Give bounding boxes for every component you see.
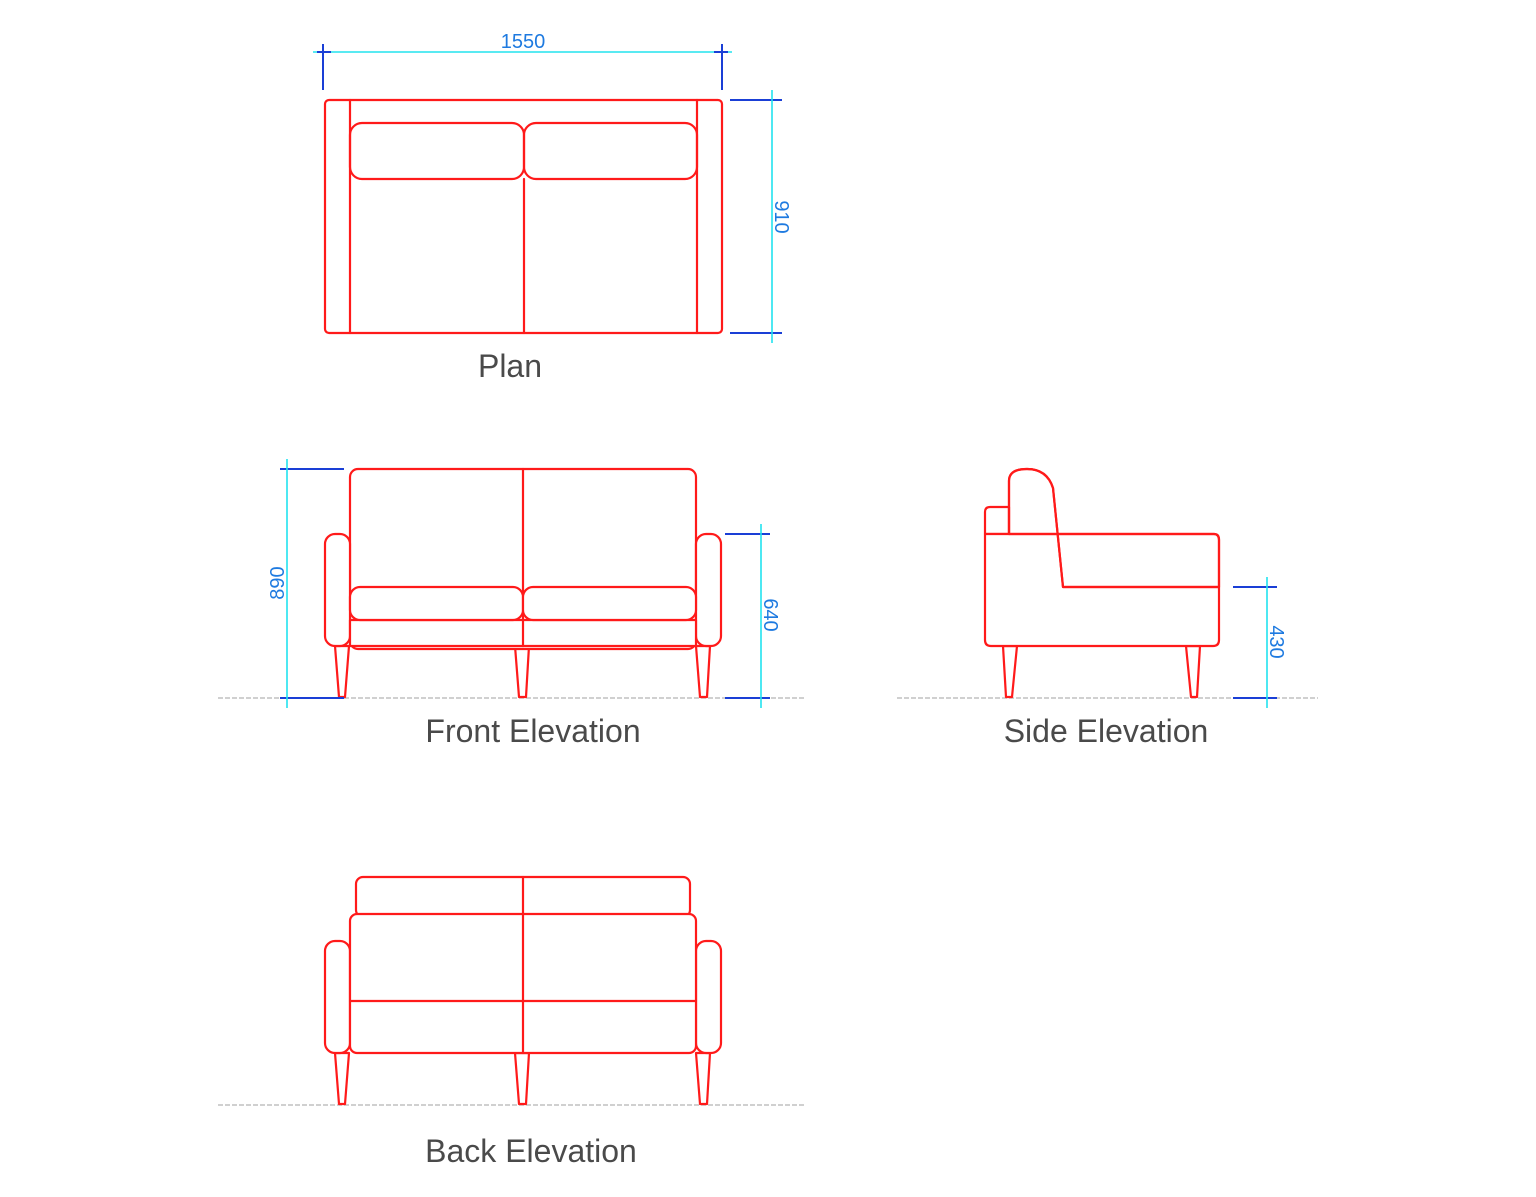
front-overall-height-value: 890 <box>267 566 289 599</box>
side-leg-back <box>1001 644 1019 699</box>
side-sofa-outline <box>983 467 1221 699</box>
plan-label: Plan <box>478 348 542 384</box>
front-overall-height-dimension: 890 <box>267 459 344 708</box>
back-elevation-view: Back Elevation <box>218 875 806 1169</box>
back-elevation-label: Back Elevation <box>425 1133 637 1169</box>
front-sofa-outline <box>323 467 723 699</box>
back-leg-left <box>333 1051 351 1106</box>
back-sofa-outline <box>323 875 723 1106</box>
front-elevation-label: Front Elevation <box>425 713 640 749</box>
plan-depth-dimension: 910 <box>730 90 792 343</box>
side-elevation-label: Side Elevation <box>1004 713 1209 749</box>
plan-sofa-outline <box>323 98 724 335</box>
side-elevation-view: 430 Side Elevation <box>897 467 1318 749</box>
side-seat-height-value: 430 <box>1265 625 1287 658</box>
side-seat-height-dimension: 430 <box>1233 577 1287 708</box>
front-leg-right <box>694 644 712 699</box>
back-leg-center <box>513 1051 531 1106</box>
front-leg-left <box>333 644 351 699</box>
front-elevation-view: 890 640 Front Elevation <box>218 459 806 749</box>
plan-width-value: 1550 <box>501 31 546 53</box>
plan-depth-value: 910 <box>770 200 792 233</box>
front-leg-center <box>513 644 531 699</box>
back-leg-right <box>694 1051 712 1106</box>
plan-width-dimension: 1550 <box>313 31 732 90</box>
plan-view: 1550 910 Plan <box>313 31 792 384</box>
side-leg-front <box>1184 644 1202 699</box>
front-arm-height-dimension: 640 <box>725 524 781 708</box>
front-arm-height-value: 640 <box>759 598 781 631</box>
